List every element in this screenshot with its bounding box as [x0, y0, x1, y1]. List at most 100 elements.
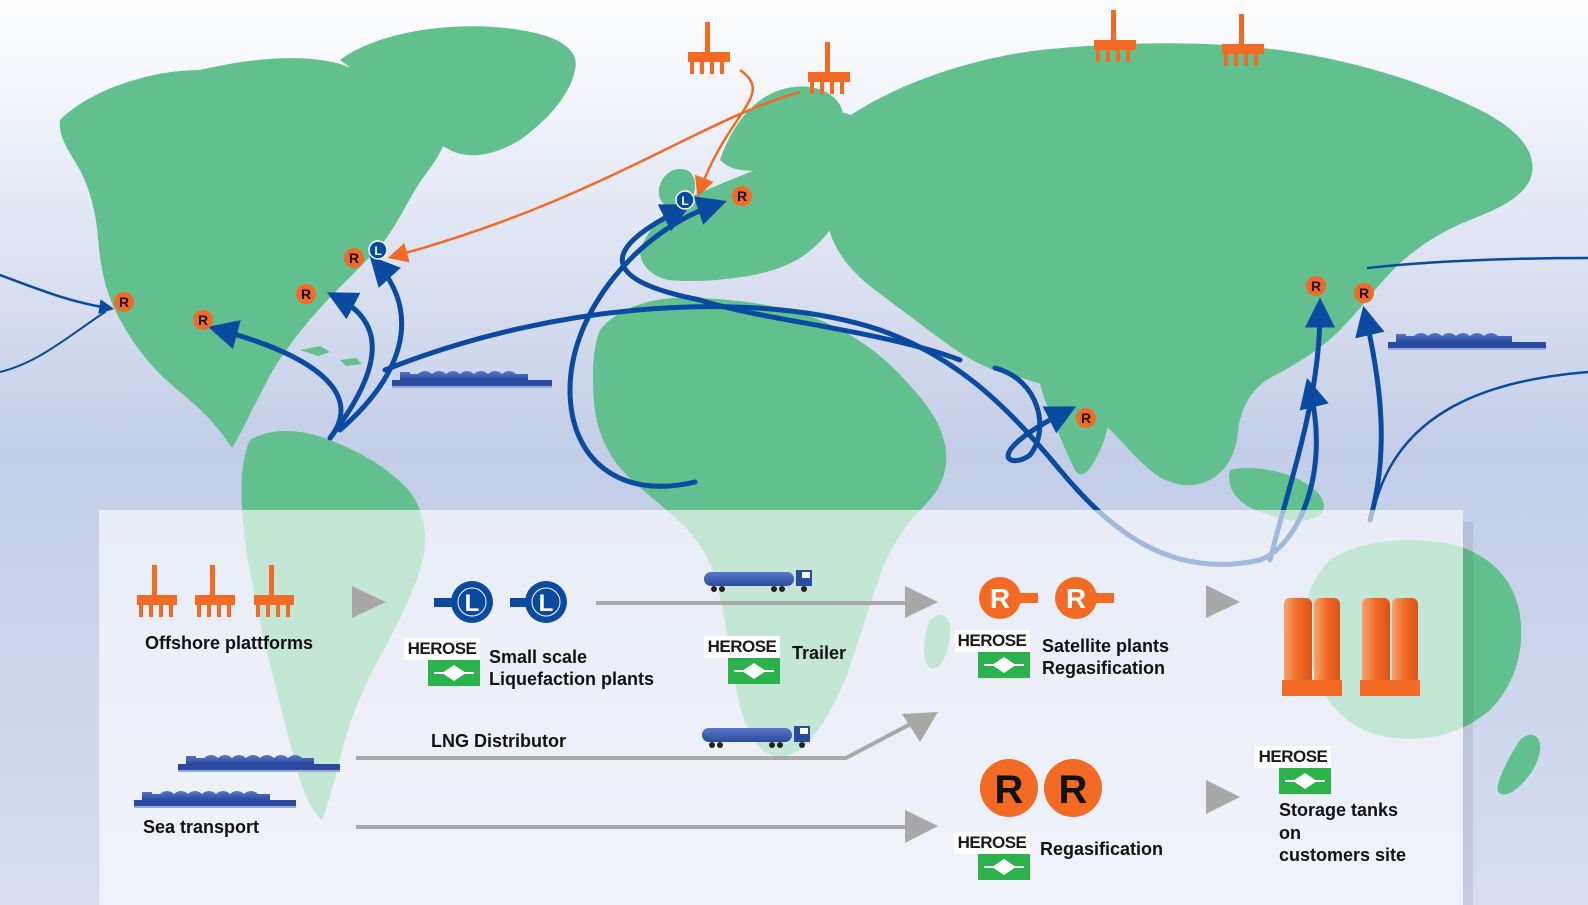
svg-text:L: L — [465, 590, 480, 617]
legend-platforms — [137, 565, 294, 617]
herose-logo: HEROSE — [704, 636, 780, 684]
platform-icon — [808, 42, 850, 94]
asia — [823, 43, 1533, 486]
regasification-marker: R — [193, 310, 213, 330]
arrow-right-icon — [902, 712, 938, 742]
greenland — [340, 26, 576, 156]
svg-text:R: R — [1066, 583, 1086, 614]
regasification-marker: R — [980, 759, 1038, 817]
arrow-right-icon — [905, 810, 938, 843]
svg-text:R: R — [349, 250, 359, 266]
storage-tanks-label: Storage tanks — [1279, 800, 1399, 820]
route-pacific-west — [0, 273, 115, 315]
platform-icon — [195, 565, 235, 617]
legend-panel — [99, 510, 1473, 905]
svg-text:R: R — [737, 188, 747, 204]
map-regasification-markers: R R R R R R R R — [114, 186, 1374, 428]
regasification-marker: R — [1306, 276, 1326, 296]
ship-icon — [134, 791, 296, 808]
platform-icon — [1094, 10, 1136, 62]
svg-text:R: R — [995, 768, 1024, 812]
storage-on-label: on — [1279, 823, 1301, 843]
platform-icon — [254, 565, 294, 617]
map-liquefaction-markers: L L — [368, 190, 695, 260]
herose-logo-text: HEROSE — [1255, 746, 1331, 768]
svg-text:R: R — [990, 583, 1010, 614]
route-pacific-east — [1366, 256, 1588, 270]
caribbean — [300, 346, 362, 366]
arrow-right-icon — [352, 586, 386, 618]
route-pacific-west-2 — [0, 311, 106, 373]
trailer-label: Trailer — [792, 643, 847, 663]
svg-text:R: R — [198, 312, 208, 328]
storage-tank-icon — [1282, 598, 1342, 696]
storage-tank-icon — [1360, 598, 1420, 696]
liquefaction-marker: L — [675, 190, 695, 210]
herose-logo: HEROSE — [954, 630, 1030, 678]
herose-logo-text: HEROSE — [954, 630, 1030, 652]
legend-liquefaction-markers: L L — [434, 581, 567, 623]
svg-text:R: R — [1359, 285, 1369, 301]
platform-icon — [688, 22, 730, 74]
platform-icon — [1222, 14, 1264, 66]
svg-text:L: L — [539, 590, 554, 617]
route-india-loop — [992, 365, 1077, 464]
legend-storage-tanks — [1282, 598, 1420, 696]
lng-distributor-label: LNG Distributor — [431, 731, 566, 751]
legend-ships — [134, 755, 340, 808]
herose-logo: HEROSE — [404, 638, 480, 686]
svg-text:R: R — [1059, 768, 1088, 812]
svg-text:R: R — [1311, 278, 1321, 294]
ship-icon — [1388, 333, 1546, 350]
trailer-icon — [702, 726, 810, 748]
gas-route-to-us-east — [387, 90, 801, 263]
svg-text:R: R — [301, 286, 311, 302]
legend-trailers — [702, 570, 812, 748]
legend-regasification-markers: R R — [980, 759, 1102, 817]
japan — [1327, 214, 1368, 310]
regasification-marker: R — [1354, 283, 1374, 303]
regasification-marker: R — [732, 186, 752, 206]
route-caribbean-east — [326, 292, 375, 441]
europe — [640, 111, 867, 282]
liquefaction-plants-label: Liquefaction plants — [489, 669, 655, 689]
new-zealand — [1497, 734, 1541, 795]
route-mediterranean — [619, 204, 963, 363]
route-caribbean-northeast — [337, 255, 405, 433]
route-africa-loop — [567, 196, 727, 489]
map-ships — [392, 333, 1546, 388]
svg-text:L: L — [681, 194, 688, 208]
offshore-gas-routes — [387, 68, 801, 263]
herose-logo-text: HEROSE — [954, 832, 1030, 854]
southeast-asia-islands — [1229, 468, 1324, 521]
herose-logo-text: HEROSE — [704, 636, 780, 658]
liquefaction-marker: L — [368, 240, 388, 260]
ship-icon — [392, 371, 552, 388]
regasification-label: Regasification — [1040, 839, 1164, 859]
trailer-icon — [704, 570, 812, 592]
regasification-marker: R — [1044, 759, 1102, 817]
north-america — [59, 58, 448, 448]
small-scale-label: Small scale — [489, 647, 588, 667]
legend-flow-arrows — [352, 585, 1240, 843]
regasification-marker: R — [1076, 408, 1096, 428]
regasification-marker: R — [114, 292, 134, 312]
svg-text:L: L — [374, 244, 381, 258]
satellite-plants-label: Satellite plants — [1042, 636, 1170, 656]
liquefaction-marker: L — [510, 581, 567, 623]
sea-transport-label: Sea transport — [143, 817, 260, 837]
legend-satellite-markers: R R — [979, 577, 1114, 619]
herose-logo-text: HEROSE — [404, 638, 480, 660]
regasification-marker: R — [296, 284, 316, 304]
customers-site-label: customers site — [1279, 845, 1407, 865]
arrow-right-icon — [905, 586, 938, 618]
arrow-right-icon — [1206, 780, 1240, 814]
regasification-marker: R — [1055, 577, 1114, 619]
route-australia-japan — [1355, 305, 1385, 523]
regasification-marker: R — [979, 577, 1038, 619]
arrow-right-icon — [1206, 585, 1240, 618]
svg-text:R: R — [1081, 410, 1091, 426]
platform-icon — [137, 565, 177, 617]
map-platforms — [688, 10, 1264, 94]
